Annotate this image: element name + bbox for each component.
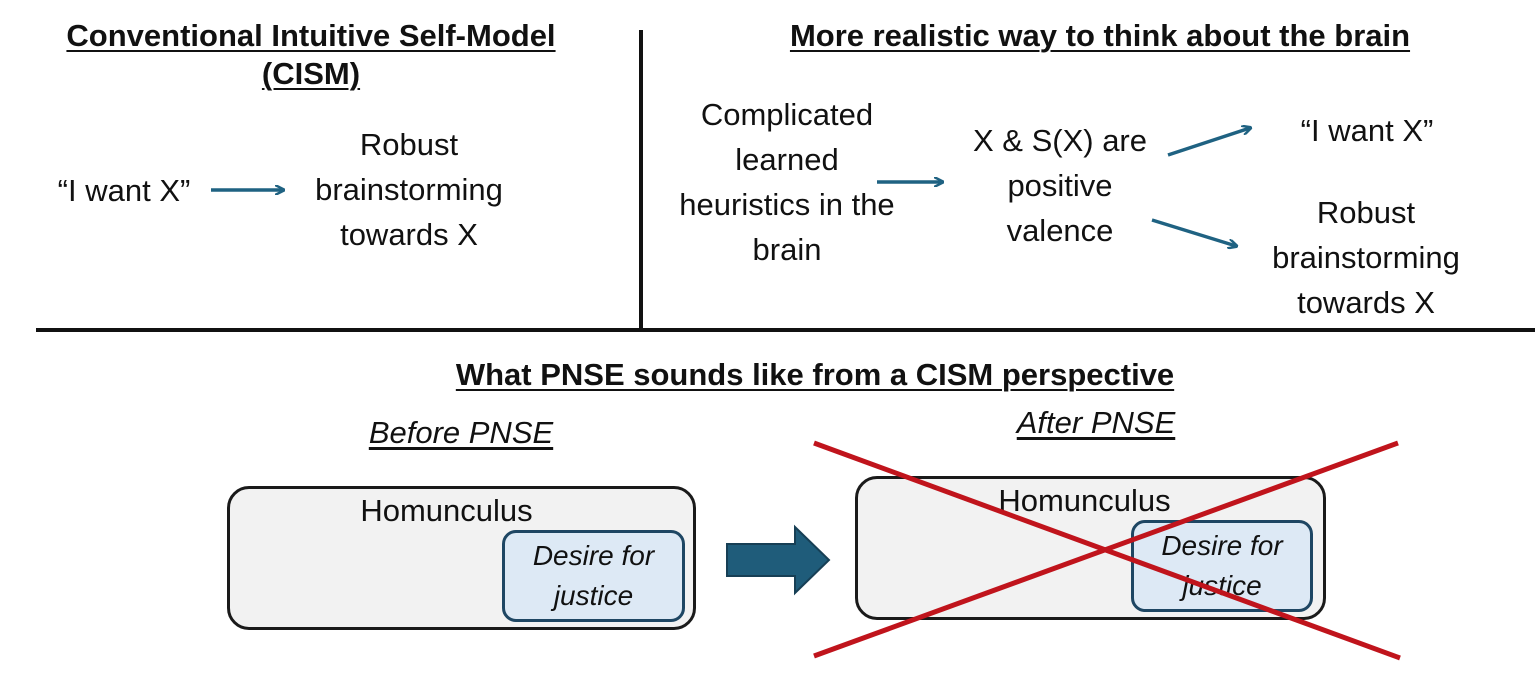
before-homunculus-label: Homunculus: [360, 493, 533, 528]
before-desire-label: Desire for justice: [532, 540, 655, 611]
after-desire-box: Desire for justice: [1131, 520, 1313, 612]
after-desire-label: Desire for justice: [1161, 530, 1283, 601]
want-output-node: “I want X”: [1300, 113, 1434, 148]
cross-line-2: [813, 440, 1399, 659]
before-desire-box: Desire for justice: [502, 530, 685, 622]
cism-source-node: “I want X”: [57, 173, 191, 208]
after-homunculus-label: Homunculus: [998, 483, 1171, 518]
valence-to-want-arrow: [1167, 128, 1250, 157]
before-pnse-label: Before PNSE: [368, 415, 554, 450]
brainstorm-output-node: Robust brainstorming towards X: [1272, 195, 1460, 320]
valence-to-brainstorm-arrow: [1151, 218, 1236, 246]
cism-target-node: Robust brainstorming towards X: [315, 127, 503, 252]
pnse-heading: What PNSE sounds like from a CISM perspe…: [455, 357, 1175, 392]
valence-node: X & S(X) are positive valence: [973, 123, 1147, 248]
realistic-heading: More realistic way to think about the br…: [789, 18, 1411, 53]
right-block-arrow-icon: [726, 524, 831, 596]
after-pnse-label: After PNSE: [1016, 405, 1176, 440]
heuristics-node: Complicated learned heuristics in the br…: [679, 97, 895, 267]
before-homunculus-box: Homunculus Desire for justice: [227, 486, 696, 630]
cism-heading: Conventional Intuitive Self-Model (CISM): [66, 18, 556, 91]
